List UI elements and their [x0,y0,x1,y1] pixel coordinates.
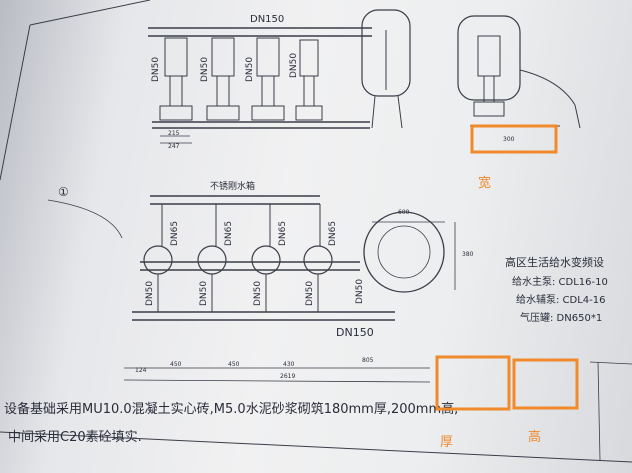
sheet-border-left [0,24,31,181]
spec-row: 给水辅泵: CDL4-16 [516,293,606,306]
vertical-label: DN50 [289,53,299,78]
pump [206,37,240,121]
tank-label: 不锈刚水箱 [210,180,255,192]
dn50-label: DN50 [355,279,365,304]
dim-label: 380 [462,251,474,258]
dn50-label: DN50 [253,281,263,306]
spec-row: 气压罐: DN650*1 [520,311,602,324]
dim-label: 450 [228,361,240,368]
dim-label: 300 [503,136,515,143]
title-block-line [597,361,601,461]
thickness-highlight-box [435,355,511,411]
dn50-label: DN50 [145,281,155,306]
width-annotation: 宽 [478,175,491,191]
notes-line-2: 中间采用C20素砼填实. [8,430,142,445]
pump [251,37,285,121]
title-block-line [589,361,632,365]
width-highlight-box [470,124,558,154]
vertical-label: DN50 [245,57,255,82]
spec-row: 给水主泵: CDL16-10 [512,275,608,288]
dim-label: 247 [168,143,180,150]
dim-label: 2619 [280,373,295,380]
tank-plan: 600 380 [363,209,474,293]
dn65-label: DN65 [328,221,338,246]
top-header-dn150: DN150 [250,14,284,25]
dim-label: 600 [398,209,410,216]
height-annotation: 高 [528,429,541,445]
pressure-vessel [361,9,411,129]
dn65-label: DN65 [170,221,180,246]
circle-marker: ① [58,185,69,199]
dim-label: 215 [168,130,180,137]
height-highlight-box [512,358,579,410]
bottom-header-dn150: DN150 [336,326,374,339]
top-elevation-view: DN150 DN50 DN50 DN50 DN50 [148,14,372,150]
sheet-border [29,0,151,26]
vertical-label: DN50 [151,57,161,82]
dn50-label: DN50 [305,281,315,306]
spec-block: 高区生活给水变频设 给水主泵: CDL16-10 给水辅泵: CDL4-16 气… [505,255,608,324]
pump [159,37,193,121]
sheet-border-bottom [0,431,632,463]
dn65-label: DN65 [278,221,288,246]
pump [295,39,323,121]
dim-label: 450 [170,361,182,368]
side-elevation-view: 300 [457,15,581,154]
notes-line-1: 设备基础采用MU10.0混凝土实心砖,M5.0水泥砂浆砌筑180mm厚,200m… [4,401,458,417]
dn50-label: DN50 [199,281,209,306]
dn65-label: DN65 [224,221,234,246]
spec-title: 高区生活给水变频设 [505,255,604,269]
thickness-annotation: 厚 [440,435,453,450]
dim-label: 805 [362,357,374,364]
dim-label: 124 [135,367,147,374]
vertical-label: DN50 [200,57,210,82]
dim-label: 430 [283,361,295,368]
plan-view: ① 不锈刚水箱 DN65 DN65 DN65 DN65 DN50 DN50 DN… [47,180,431,383]
